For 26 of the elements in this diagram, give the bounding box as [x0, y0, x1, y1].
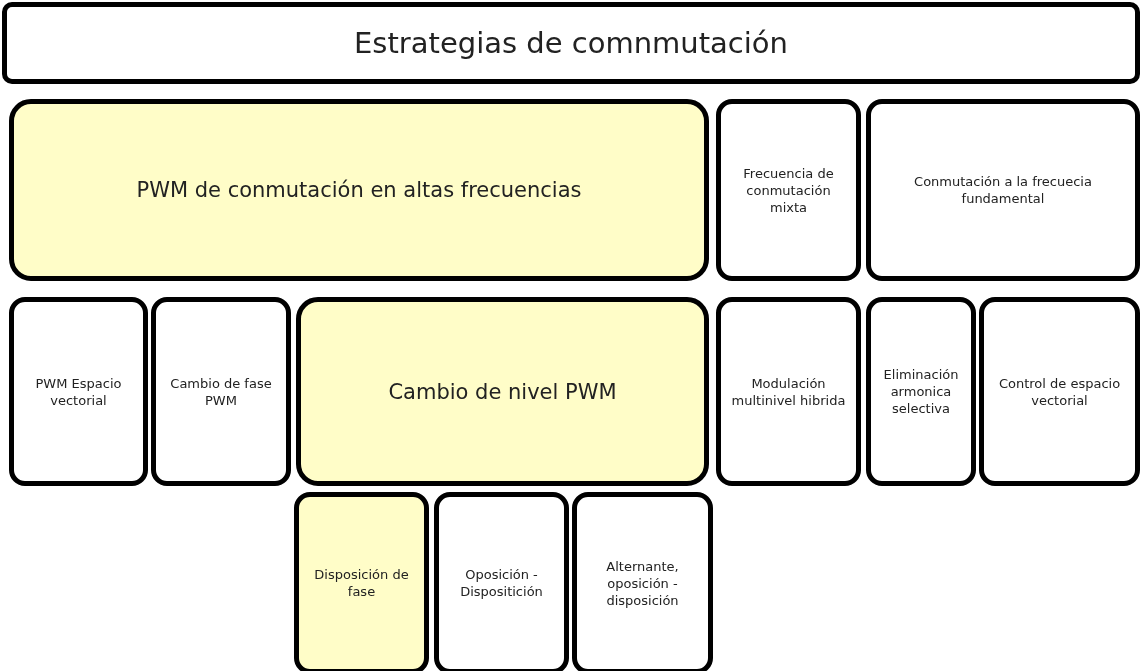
box-label: Cambio de fase PWM [169, 374, 273, 409]
strategy-box [572, 492, 713, 671]
strategy-box [296, 297, 709, 486]
box-label: Estrategias de comnmutación [353, 26, 789, 60]
strategy-box [866, 99, 1140, 281]
strategy-box [434, 492, 569, 671]
strategy-box [716, 297, 861, 486]
strategy-box [979, 297, 1140, 486]
strategy-box [866, 297, 976, 486]
box-label: Frecuencia de conmutación mixta [742, 164, 835, 216]
box-label: Modulación multinivel hibrida [730, 374, 847, 409]
box-label: Alternante, oposición - disposición [605, 557, 680, 609]
title-box [2, 2, 1140, 84]
strategy-box [716, 99, 861, 281]
strategy-box [294, 492, 429, 671]
box-label: Disposición de fase [313, 566, 410, 600]
box-label: Control de espacio vectorial [997, 374, 1122, 409]
box-label: Oposición - Dispositición [459, 566, 544, 600]
strategy-box [151, 297, 291, 486]
box-label: PWM Espacio vectorial [34, 374, 123, 409]
box-label: Conmutación a la frecuecia fundamental [913, 173, 1093, 207]
strategy-box [9, 297, 148, 486]
strategy-box [9, 99, 709, 281]
box-label: PWM de conmutación en altas frecuencias [135, 177, 583, 203]
box-label: Cambio de nivel PWM [387, 378, 618, 405]
box-label: Eliminación armonica selectiva [882, 366, 960, 417]
